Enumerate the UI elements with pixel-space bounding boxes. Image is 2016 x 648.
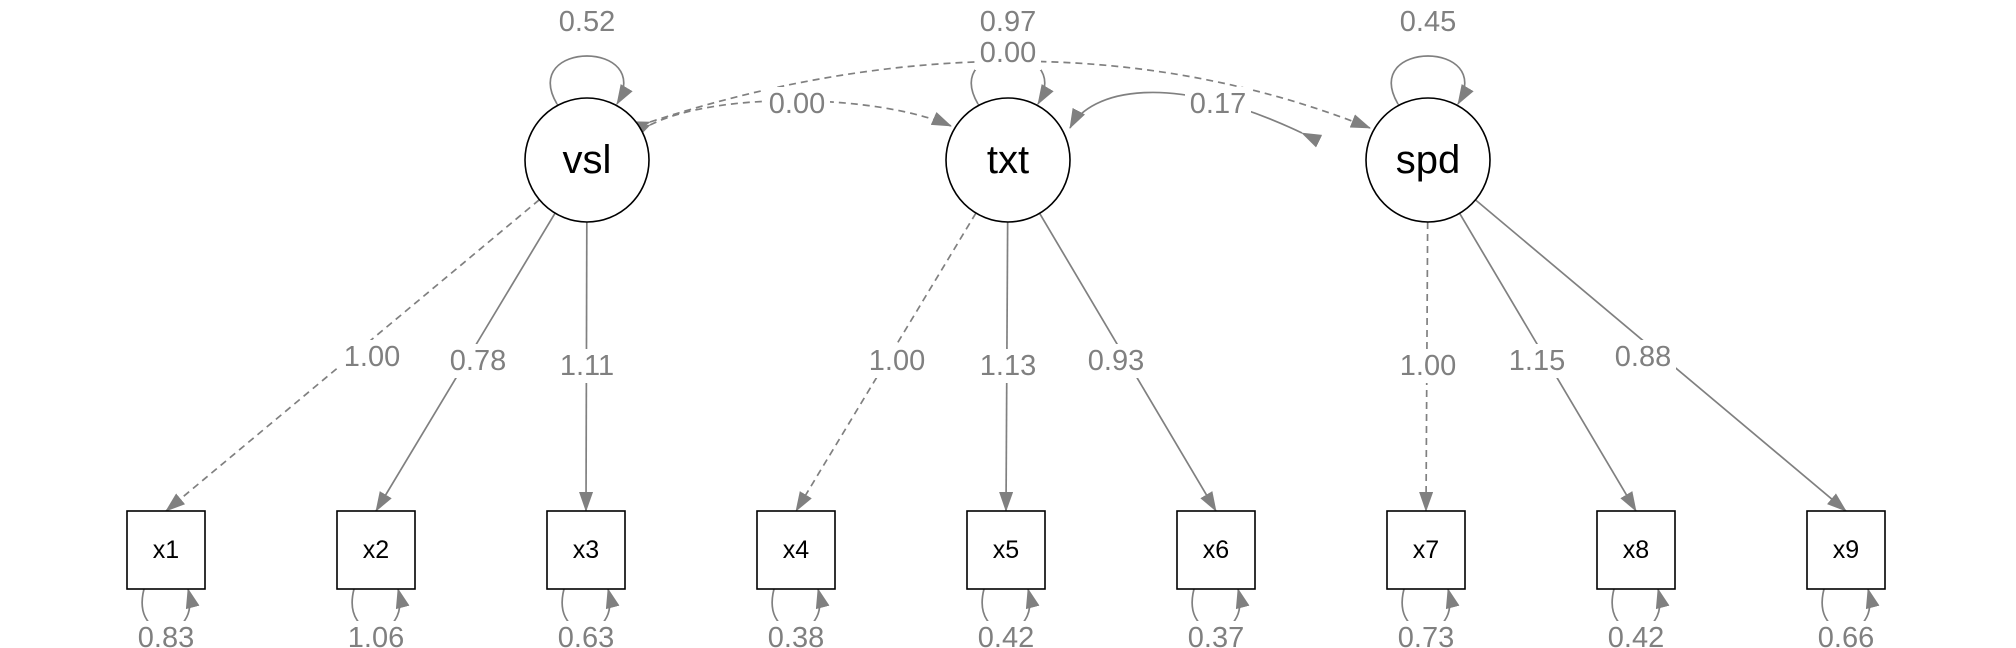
indicator-label-x3: x3 [573, 536, 599, 564]
latent-node-spd [1365, 97, 1491, 223]
loading-label-x8-bg [1504, 344, 1570, 378]
loading-label-x5: 1.13 [980, 350, 1036, 382]
residual-label-x2-bg [344, 621, 408, 648]
loading-label-x6: 0.93 [1088, 345, 1144, 377]
indicator-node-x4 [756, 510, 836, 590]
variance-label-vsl-bg [554, 5, 620, 39]
latent-label-vsl: vsl [563, 138, 612, 182]
latent-node-txt [945, 97, 1071, 223]
indicator-node-x6 [1176, 510, 1256, 590]
loading-label-x7: 1.00 [1400, 350, 1456, 382]
residual-label-x9: 0.66 [1818, 622, 1874, 648]
loading-label-x3-bg [554, 349, 620, 383]
indicator-label-x7: x7 [1413, 536, 1439, 564]
residual-label-x5-bg [974, 621, 1038, 648]
residual-label-x4-bg [764, 621, 828, 648]
loading-label-x4: 1.00 [869, 345, 925, 377]
indicator-node-x9 [1806, 510, 1886, 590]
residual-label-x8: 0.42 [1608, 622, 1664, 648]
covariance-label-vsl-txt-bg [764, 87, 830, 121]
indicator-label-x8: x8 [1623, 536, 1649, 564]
indicator-label-x6: x6 [1203, 536, 1229, 564]
covariance-label-vsl-spd: 0.00 [980, 37, 1036, 69]
covariance-label-vsl-spd-bg [975, 36, 1041, 70]
loading-label-x5-bg [975, 349, 1041, 383]
covariance-label-vsl-txt: 0.00 [769, 88, 825, 120]
latent-label-txt: txt [987, 138, 1029, 182]
indicator-label-x5: x5 [993, 536, 1019, 564]
indicator-node-x3 [546, 510, 626, 590]
loading-label-x9-bg [1610, 340, 1676, 374]
loading-label-x8: 1.15 [1509, 345, 1565, 377]
variance-label-txt: 0.97 [980, 6, 1036, 38]
loading-label-x7-bg [1395, 349, 1461, 383]
loading-label-x1-bg [339, 340, 405, 374]
covariance-label-txt-spd: 0.17 [1190, 88, 1246, 120]
variance-label-txt-bg [975, 5, 1041, 39]
residual-label-x8-bg [1604, 621, 1668, 648]
residual-label-x5: 0.42 [978, 622, 1034, 648]
variance-label-vsl: 0.52 [559, 6, 615, 38]
residual-label-x9-bg [1814, 621, 1878, 648]
variance-loop-vsl [549, 55, 633, 124]
residual-label-x2: 1.06 [348, 622, 404, 648]
residual-label-x1: 0.83 [138, 622, 194, 648]
indicator-label-x4: x4 [783, 536, 810, 564]
loading-label-x2-bg [445, 344, 511, 378]
indicator-label-x9: x9 [1833, 536, 1859, 564]
variance-loop-spd [1390, 55, 1474, 124]
loading-label-x4-bg [864, 344, 930, 378]
variance-label-spd-bg [1395, 5, 1461, 39]
latent-node-vsl [524, 97, 650, 223]
residual-label-x4: 0.38 [768, 622, 824, 648]
loading-label-x3: 1.11 [560, 350, 614, 382]
loading-label-x1: 1.00 [344, 341, 400, 373]
residual-label-x3: 0.63 [558, 622, 614, 648]
covariance-label-txt-spd-bg [1185, 87, 1251, 121]
residual-label-x1-bg [134, 621, 198, 648]
residual-label-x7: 0.73 [1398, 622, 1454, 648]
indicator-node-x5 [966, 510, 1046, 590]
residual-label-x6: 0.37 [1188, 622, 1244, 648]
indicator-label-x2: x2 [363, 536, 389, 564]
indicator-node-x8 [1596, 510, 1676, 590]
indicator-label-x1: x1 [153, 536, 179, 564]
variance-label-spd: 0.45 [1400, 6, 1456, 38]
loading-label-x2: 0.78 [450, 345, 506, 377]
residual-label-x3-bg [554, 621, 618, 648]
latent-label-spd: spd [1396, 138, 1461, 182]
residual-label-x6-bg [1184, 621, 1248, 648]
residual-label-x7-bg [1394, 621, 1458, 648]
indicator-node-x7 [1386, 510, 1466, 590]
indicator-node-x1 [126, 510, 206, 590]
loading-label-x9: 0.88 [1615, 341, 1671, 373]
loading-label-x6-bg [1083, 344, 1149, 378]
indicator-node-x2 [336, 510, 416, 590]
